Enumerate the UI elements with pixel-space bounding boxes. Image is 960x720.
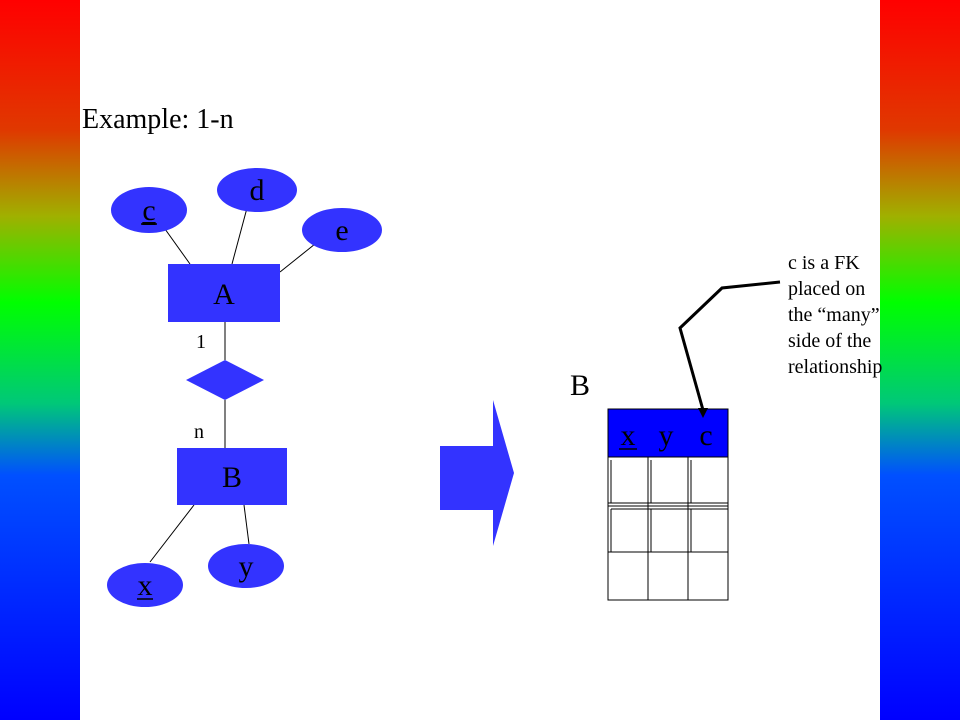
col-x: x bbox=[621, 419, 636, 452]
transform-arrow bbox=[440, 400, 514, 546]
relation-table: x y c bbox=[607, 408, 729, 601]
attr-e: e bbox=[302, 208, 382, 252]
line-b-y bbox=[243, 504, 250, 545]
fk-note: c is a FK placed on the “many” side of t… bbox=[788, 250, 928, 380]
line-e-a bbox=[279, 243, 316, 273]
right-gradient-bar bbox=[880, 0, 960, 720]
table-name: B bbox=[570, 369, 590, 402]
table-body bbox=[607, 456, 729, 601]
attr-y: y bbox=[208, 544, 284, 588]
entity-a-label: A bbox=[213, 278, 235, 311]
slide-title: Example: 1-n bbox=[82, 104, 234, 135]
entity-b: B bbox=[177, 448, 287, 505]
note-line: placed on bbox=[788, 278, 866, 300]
note-line: relationship bbox=[788, 356, 883, 378]
entity-a: A bbox=[168, 264, 280, 322]
note-line: the “many” bbox=[788, 304, 880, 326]
attr-c: c bbox=[111, 187, 187, 233]
callout-arrowhead bbox=[698, 408, 708, 418]
col-c: c bbox=[699, 419, 712, 452]
callout-pointer bbox=[678, 280, 781, 411]
attr-e-label: e bbox=[335, 214, 348, 247]
attr-y-label: y bbox=[239, 550, 254, 583]
relationship-diamond bbox=[186, 360, 264, 400]
attr-c-label: c bbox=[142, 194, 155, 227]
attr-x: x bbox=[107, 563, 183, 607]
note-line: side of the bbox=[788, 330, 872, 352]
attr-d-label: d bbox=[250, 174, 265, 207]
entity-b-label: B bbox=[222, 461, 242, 494]
card-bottom: n bbox=[194, 421, 204, 443]
attr-x-label: x bbox=[138, 569, 153, 602]
col-y: y bbox=[659, 419, 674, 452]
line-d-a bbox=[231, 207, 248, 265]
card-top: 1 bbox=[196, 331, 206, 353]
attr-d: d bbox=[217, 168, 297, 212]
left-gradient-bar bbox=[0, 0, 80, 720]
line-b-x bbox=[149, 504, 195, 563]
note-line: c is a FK bbox=[788, 252, 860, 274]
